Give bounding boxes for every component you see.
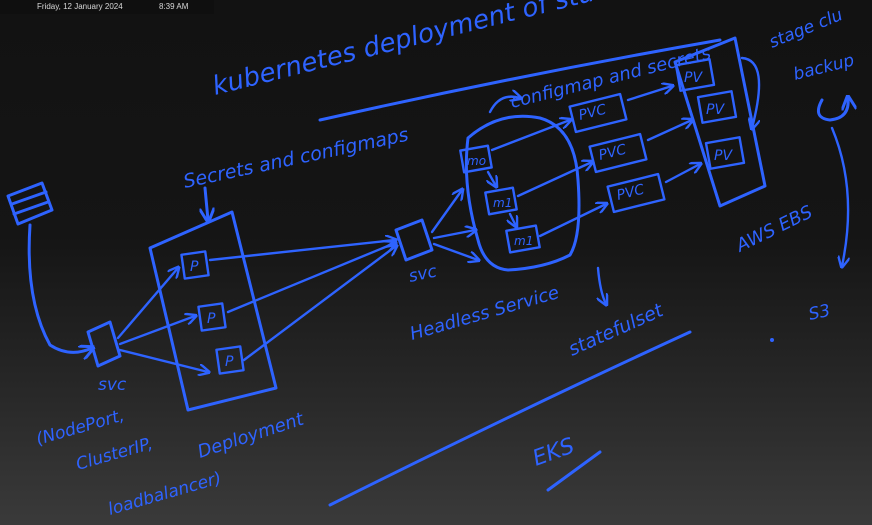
statefulset-label: statefulset [565,299,668,361]
pod2-to-pvc3-arrow [538,204,606,238]
aws-ebs-label: AWS EBS [732,202,816,257]
pvc-3-label: PVC [615,182,646,204]
pv-1-label: PV [684,70,703,86]
svc-to-pod1-arrow [116,268,178,340]
pod1-to-pod2-arrow [510,212,516,226]
svc-to-pod3-arrow [118,348,208,372]
pod1-to-svc-arrow [208,240,395,262]
svc-to-stateful1-arrow [430,190,462,234]
svc-to-pod2-arrow [118,316,195,346]
svc-left-box [86,320,122,368]
stateful-pod-2: m1 [505,224,541,254]
pod3-to-svc-arrow [242,246,396,362]
pod-1-label: P [190,259,199,275]
user-browser-icon [6,181,54,226]
pvc3-to-pv3-arrow [664,164,700,184]
eks-label: EKS [530,434,578,472]
secrets-configmaps-label: Secrets and configmaps [181,124,410,193]
pv-1: PV [674,58,716,92]
svc-middle-box [394,218,434,262]
diagram-title: kubernetes deployment of studentstore [209,0,719,102]
statefulset-container [464,114,581,272]
pod2-to-svc-arrow [226,243,395,314]
pod0-to-pod1-arrow [488,170,496,186]
svc-types-line1: (NodePort, [34,406,127,450]
backup-label: backup [791,50,856,84]
pvc-2: PVC [588,132,648,174]
backup-to-s3-arrow [830,126,848,266]
aws-ebs-container [673,36,767,208]
deployment-box [148,210,278,412]
pod-1: P [180,250,210,280]
eks-boundary-line [328,330,692,507]
pod-3: P [215,345,245,375]
svc-types-line3: loadbalancer) [106,468,224,519]
pod1-to-pvc2-arrow [516,162,592,198]
status-bar: Friday, 12 January 2024 8:39 AM [0,0,214,14]
stateful-pod-1-label: m1 [493,196,512,210]
pod-2: P [197,302,227,332]
backup-cycle-icon [816,98,848,122]
configmap-curve-arrow [488,97,520,114]
svc-to-stateful2-arrow [432,230,475,240]
stage-cluster-label: stage clu [766,5,846,53]
pvc-1: PVC [568,92,628,134]
pod-2-label: P [207,311,216,327]
stateful-pod-0-label: mo [467,154,486,168]
pvc-3: PVC [606,172,666,214]
deployment-label: Deployment [195,408,307,462]
pv-2-label: PV [706,102,725,118]
stateful-pod-1: m1 [484,186,518,216]
headless-service-label: Headless Service [408,282,562,345]
eks-underline [546,450,602,492]
pv-2: PV [696,90,738,124]
svc-types-line2: ClusterIP, [74,434,155,475]
ink-dot [770,338,774,342]
pod-3-label: P [225,354,234,370]
pvc2-to-pv2-arrow [646,120,692,142]
pv-3: PV [704,136,746,170]
pod0-to-pvc1-arrow [490,120,570,152]
status-time: 8:39 AM [159,2,189,11]
svc-left-label: svc [98,375,127,395]
pvc-1-label: PVC [577,102,608,124]
pv-3-label: PV [714,148,733,164]
svc-middle-label: svc [407,261,439,287]
ebs-side-arrow [740,56,759,128]
svc-to-stateful3-arrow [432,242,478,260]
pvc1-to-pv1-arrow [626,86,672,102]
stateful-pod-2-label: m1 [514,234,533,248]
secrets-down-arrow [205,186,208,220]
configmap-secrets-label: configmap and secrets [508,43,713,113]
pvc-2-label: PVC [597,142,628,164]
title-underline [318,38,722,122]
stateful-pod-0: mo [459,144,493,174]
status-date: Friday, 12 January 2024 [37,2,123,11]
user-to-svc-arrow [27,223,92,352]
statefulset-down-arrow [598,266,606,304]
s3-label: S3 [807,301,832,325]
